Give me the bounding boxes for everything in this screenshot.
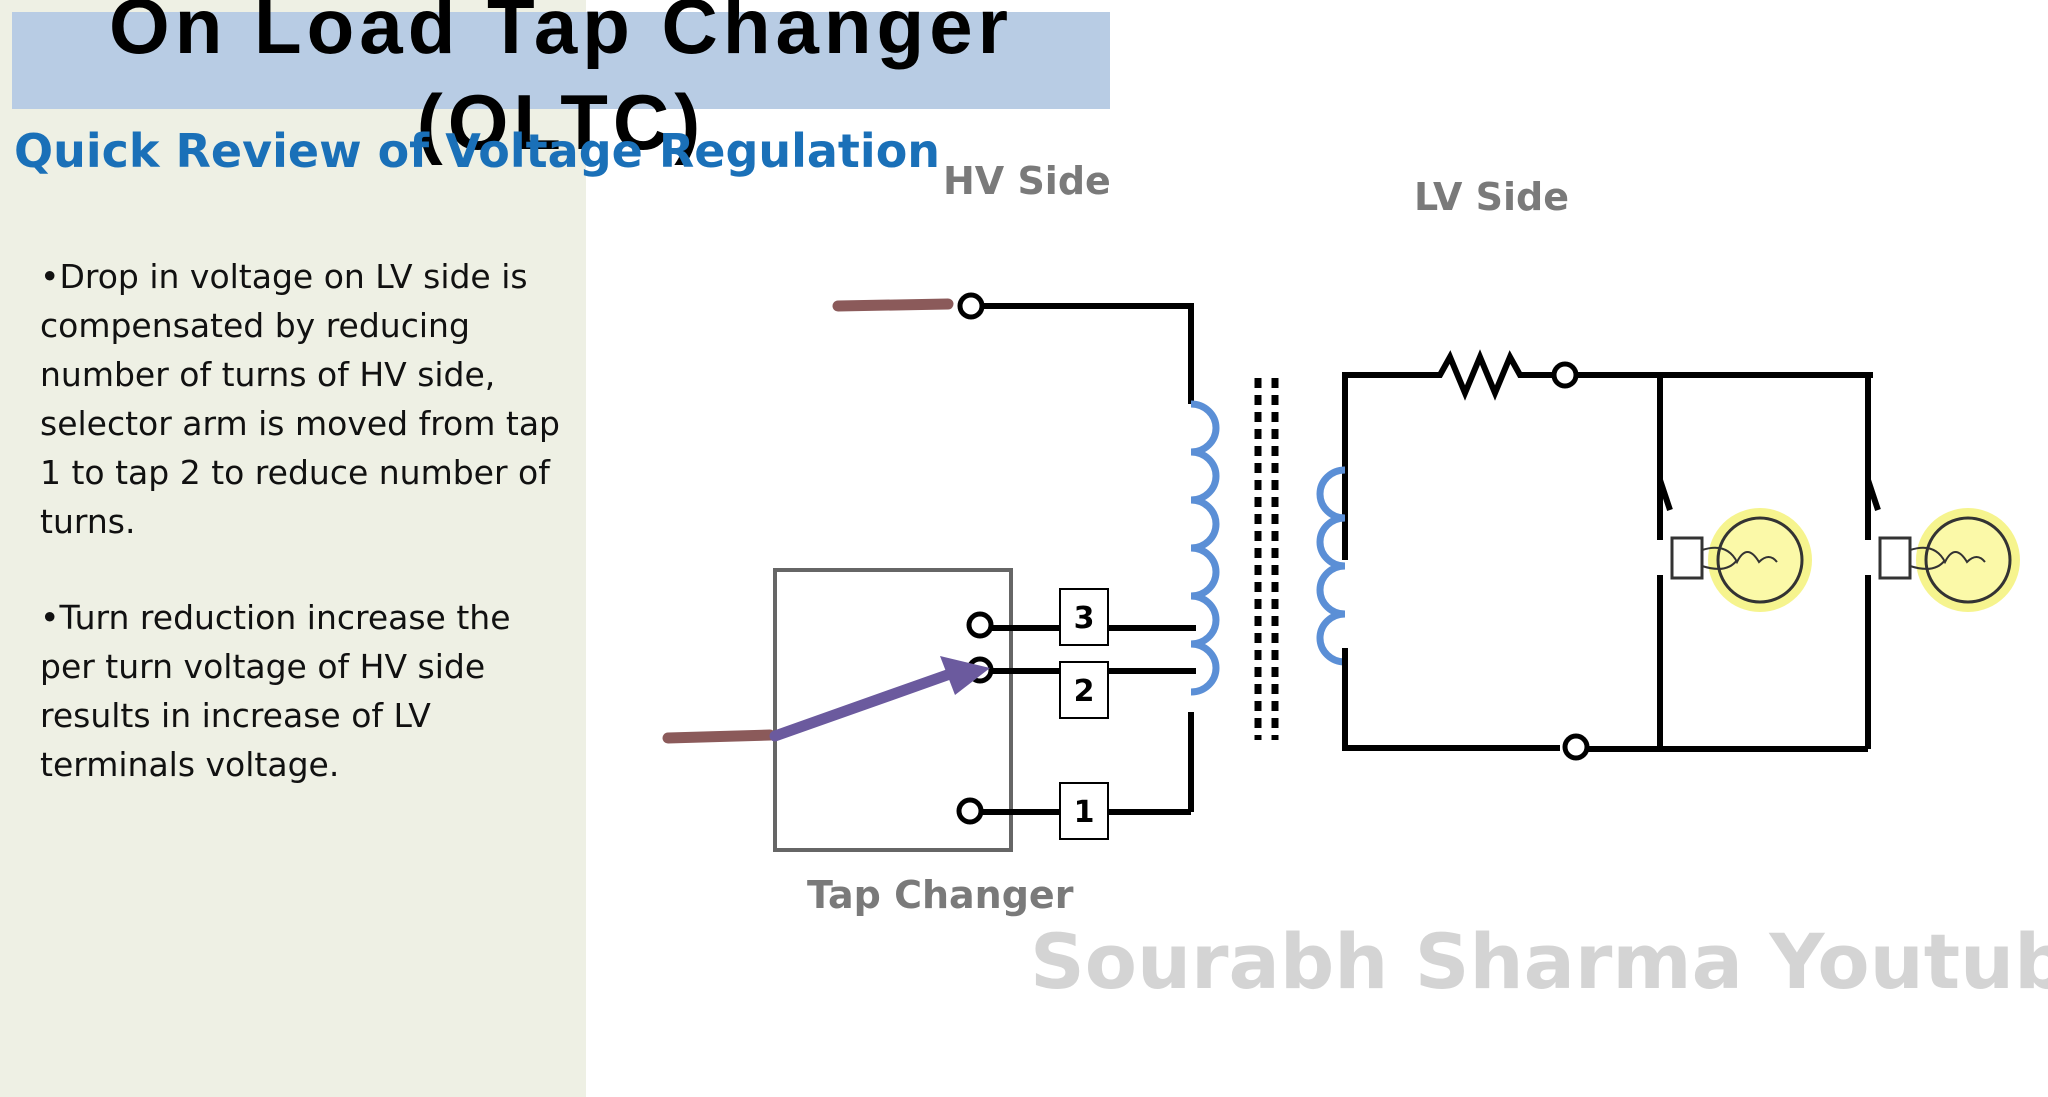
tap-1-label: 1	[1074, 795, 1095, 830]
load-circuit	[1562, 372, 1873, 761]
hv-side-label: HV Side	[943, 159, 1111, 203]
text-panel	[0, 0, 586, 1097]
hv-winding	[1188, 400, 1220, 812]
bulb-icon	[1670, 508, 2020, 612]
resistor-icon	[1430, 349, 1579, 401]
tap-1: 1	[956, 782, 1191, 840]
transformer-core	[1254, 378, 1279, 740]
lv-side-label: LV Side	[1414, 175, 1569, 219]
slide-subtitle: Quick Review of Voltage Regulation	[14, 124, 941, 178]
tap-3: 3	[966, 588, 1196, 646]
hv-lead-top	[832, 292, 1194, 404]
tap-3-label: 3	[1074, 601, 1095, 636]
tap-changer-box: Tap Changer	[773, 568, 1074, 917]
title-bar	[12, 12, 1110, 109]
bullet-2: •Turn reduction increase the per turn vo…	[40, 598, 511, 784]
tap-2-label: 2	[1074, 674, 1095, 709]
switch-icon	[1657, 479, 1881, 511]
tap-changer-label: Tap Changer	[807, 873, 1074, 917]
bullet-1: •Drop in voltage on LV side is compensat…	[40, 257, 560, 541]
selector-arm	[662, 656, 990, 744]
lv-winding	[1316, 372, 1560, 751]
tap-2: 2	[966, 656, 1196, 719]
slide-title: On Load Tap Changer (OLTC)	[109, 0, 1013, 166]
watermark-text: Sourabh Sharma Youtube Channel	[1030, 917, 2048, 1006]
